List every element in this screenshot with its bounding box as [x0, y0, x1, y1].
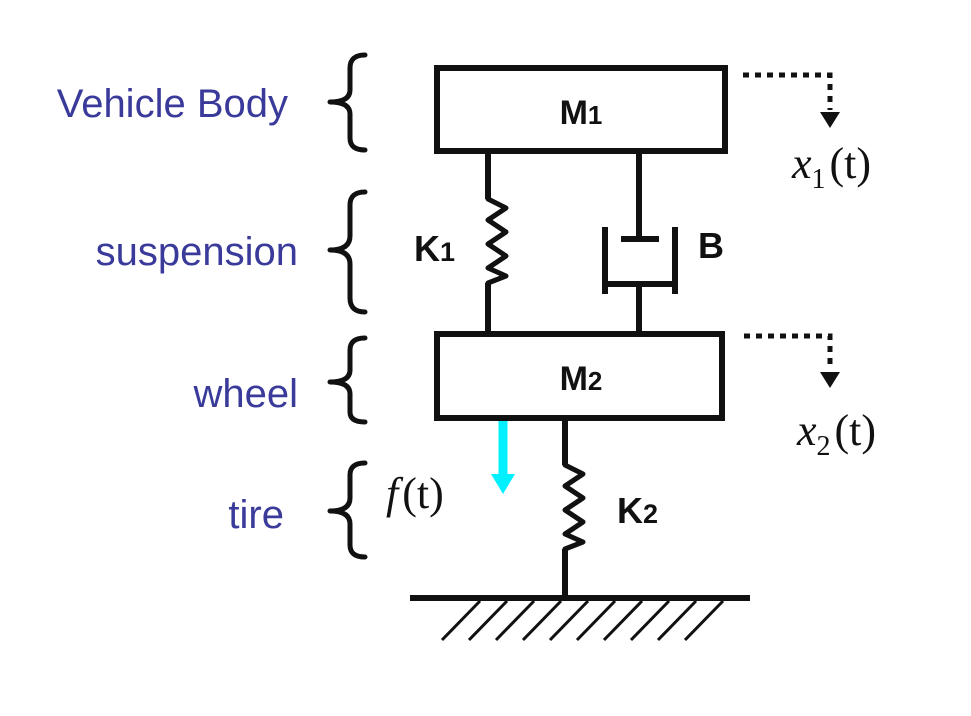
brace-wheel	[327, 335, 368, 425]
damper-b-label: B	[698, 225, 724, 266]
ground-hatch-line	[683, 599, 725, 642]
brace-tire	[327, 460, 368, 560]
damper-b	[602, 151, 678, 331]
force-arrow	[491, 421, 515, 494]
ground-hatching	[440, 599, 725, 642]
force-label: f(t)	[386, 469, 444, 518]
displacement-x1-arrow	[743, 72, 840, 128]
displacement-x2-label: x2(t)	[796, 406, 876, 462]
brace-vehicle-body	[327, 52, 368, 153]
ground-hatch-line	[494, 599, 536, 642]
ground-hatch-line	[629, 599, 671, 642]
ground-hatch-line	[467, 599, 509, 642]
ground-hatch-line	[575, 599, 617, 642]
ground-hatch-line	[521, 599, 563, 642]
mass-m1-label: M1	[560, 94, 603, 132]
label-suspension: suspension	[96, 230, 298, 274]
label-vehicle-body: Vehicle Body	[57, 82, 288, 126]
mass-m2-box	[434, 331, 725, 421]
spring-k2-label: K2	[617, 490, 658, 531]
label-wheel: wheel	[192, 372, 298, 416]
brace-suspension	[327, 189, 368, 315]
spring-k1	[485, 151, 509, 331]
spring-k2	[562, 418, 586, 597]
ground-hatch-line	[602, 599, 644, 642]
ground	[410, 595, 750, 642]
displacement-x1-label: x1(t)	[791, 139, 871, 195]
spring-k1-label: K1	[414, 228, 455, 269]
mass-m1-box	[434, 65, 728, 154]
mass-m2-label: M2	[560, 360, 603, 398]
ground-hatch-line	[656, 599, 698, 642]
ground-hatch-line	[440, 599, 482, 642]
displacement-x2-arrow	[744, 333, 840, 388]
ground-hatch-line	[548, 599, 590, 642]
label-tire: tire	[228, 493, 284, 537]
